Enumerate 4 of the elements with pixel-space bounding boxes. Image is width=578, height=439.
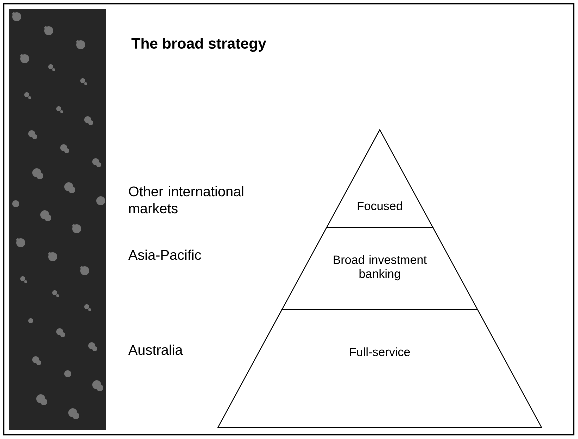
title: The broad strategy [132, 38, 266, 52]
market-label: Asia-Pacific [128, 250, 202, 260]
market-label: Australia [128, 344, 183, 356]
market-label: Other international markets [129, 186, 244, 214]
